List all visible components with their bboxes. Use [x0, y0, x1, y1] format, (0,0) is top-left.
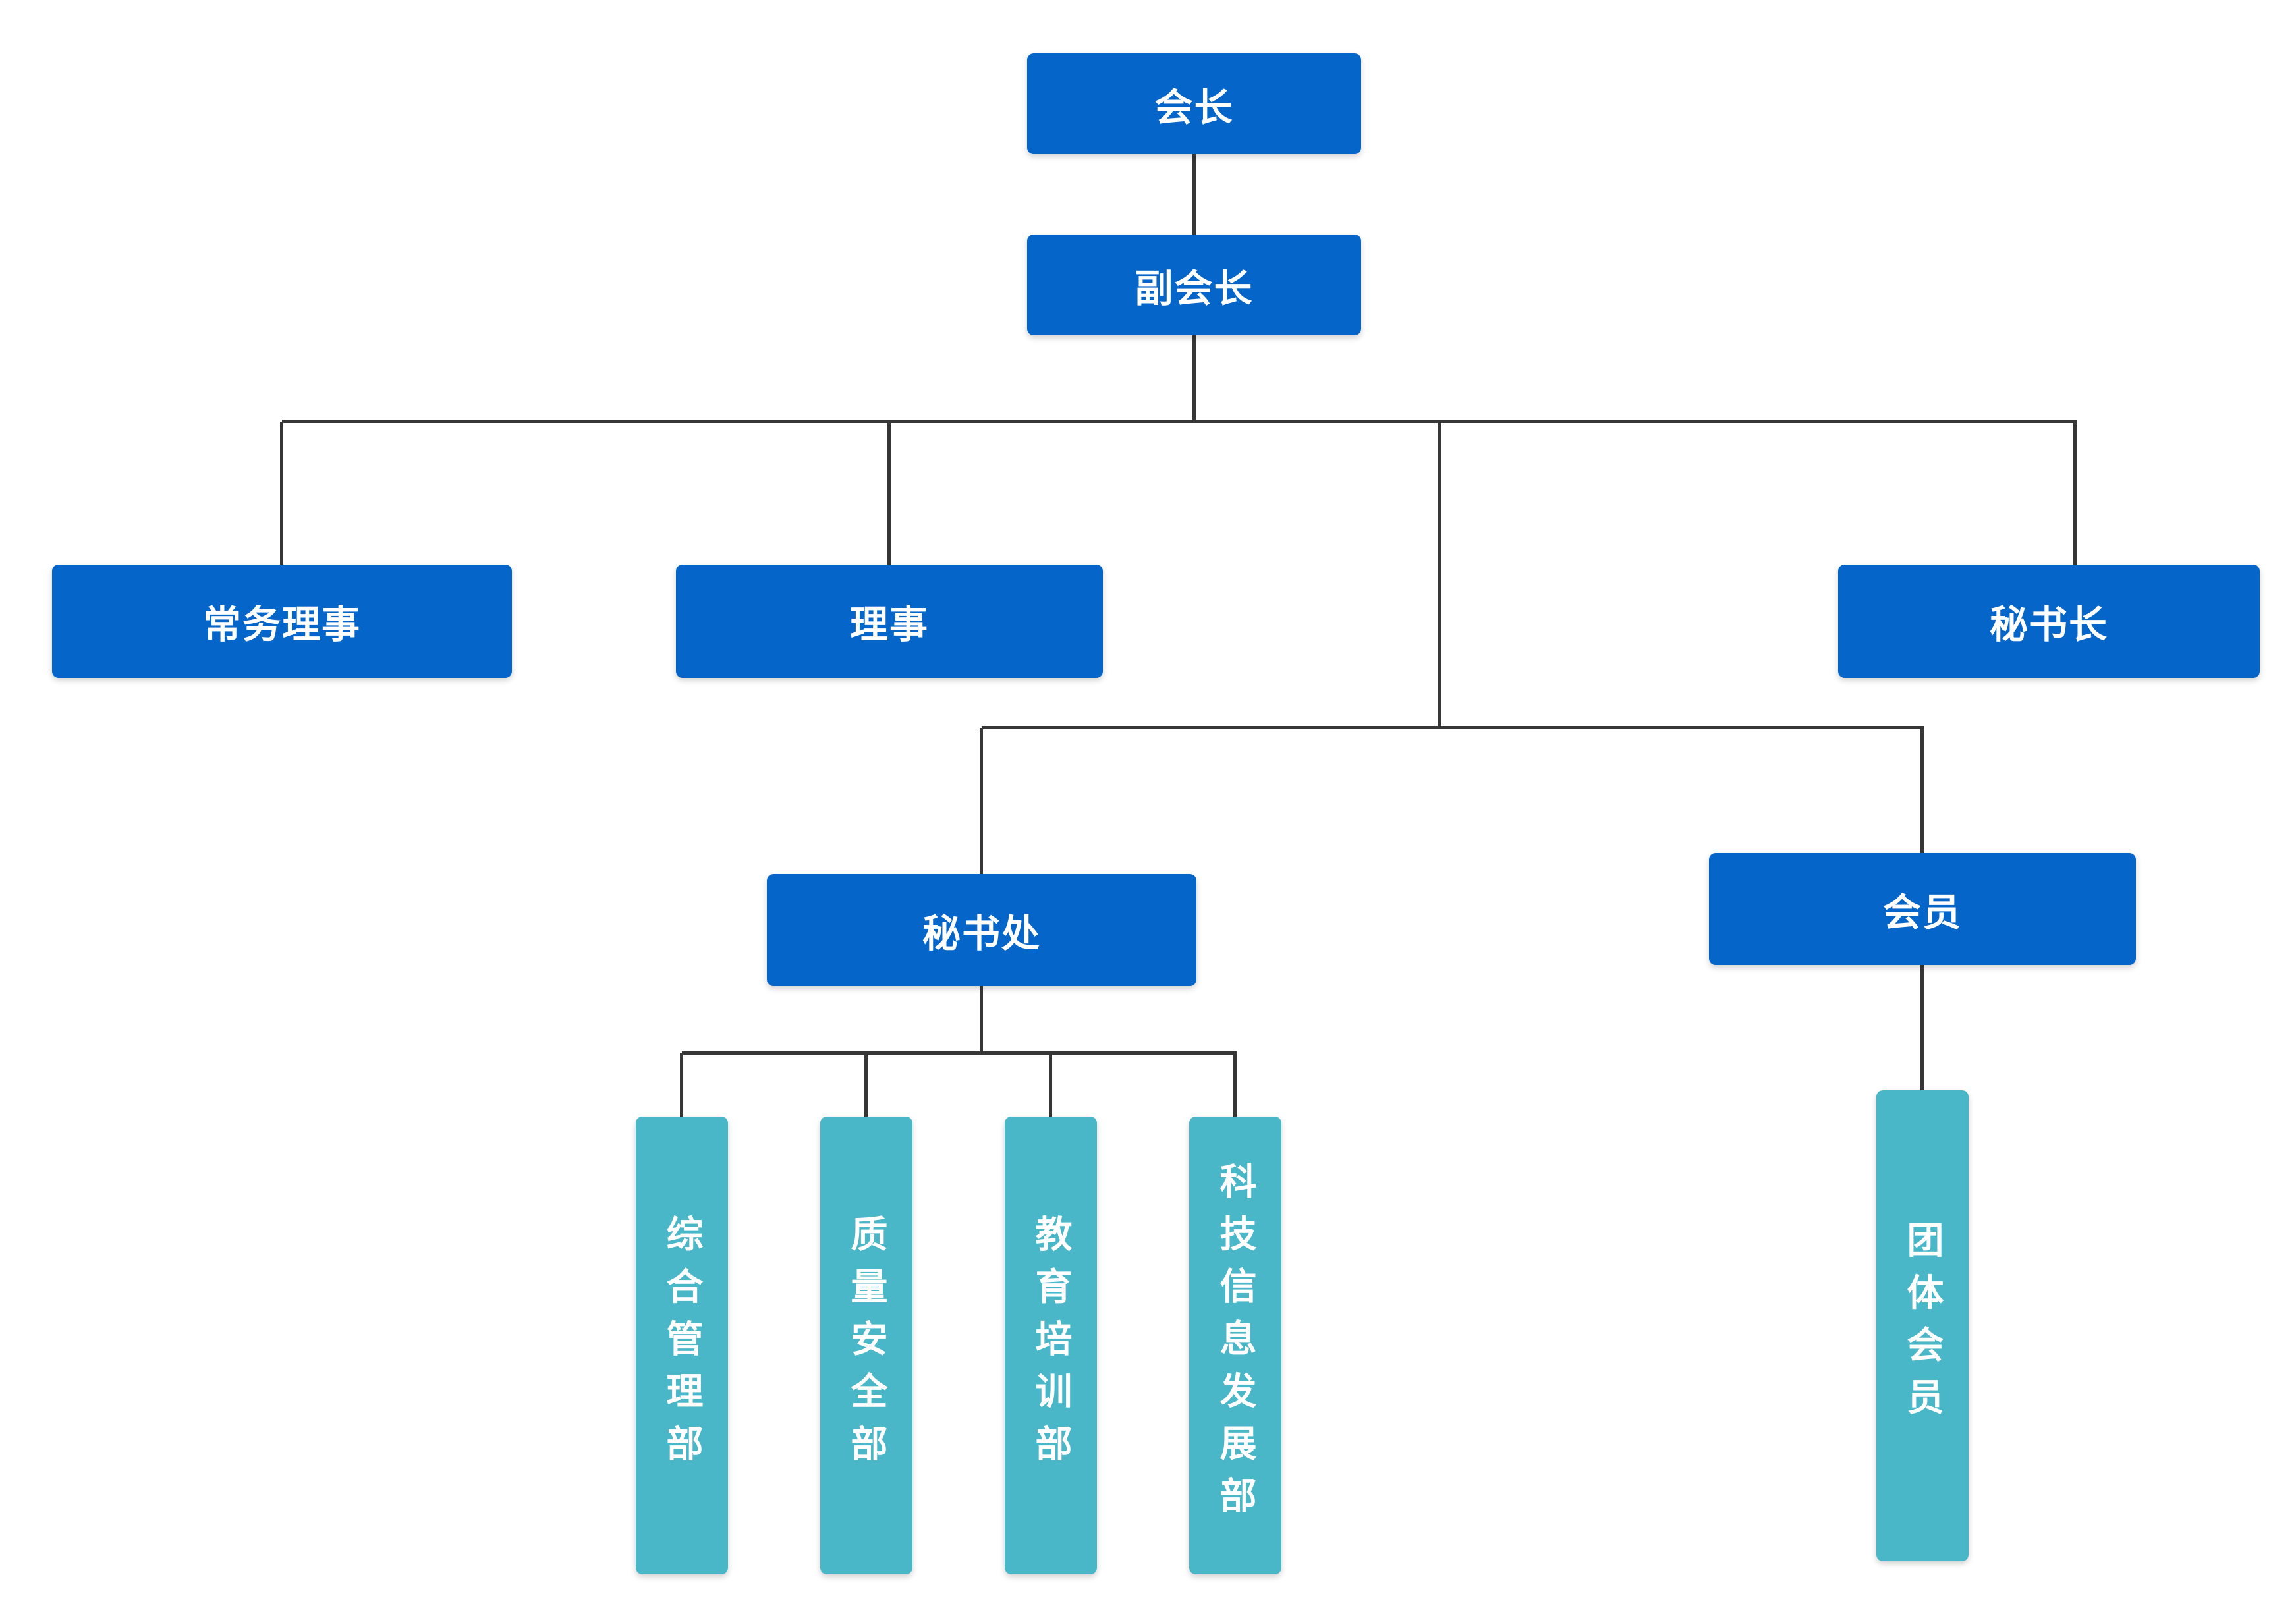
connector-segment	[1920, 728, 1924, 853]
connector-segment	[282, 420, 2077, 423]
connector-segment	[1438, 422, 1441, 728]
node-label: 教育培训部	[1030, 1214, 1072, 1477]
node-label: 科技信息发展部	[1215, 1162, 1256, 1529]
node-label: 副会长	[1134, 267, 1254, 310]
connector-segment	[682, 1051, 1237, 1055]
connector-segment	[280, 422, 283, 565]
connector-segment	[982, 726, 1924, 729]
node-label: 质量安全部	[846, 1214, 887, 1477]
node-executive-director: 常务理事	[52, 565, 512, 678]
node-label: 秘书处	[922, 912, 1041, 955]
connector-segment	[2073, 422, 2077, 565]
node-secretary-general: 秘书长	[1838, 565, 2260, 678]
node-label: 综合管理部	[661, 1214, 703, 1477]
node-label: 会员	[1882, 891, 1962, 934]
node-member: 会员	[1709, 853, 2136, 965]
node-label: 团体会员	[1902, 1221, 1944, 1431]
connector-segment	[680, 1053, 683, 1117]
node-vice-president: 副会长	[1027, 235, 1361, 335]
connector-segment	[980, 728, 983, 874]
node-secretariat: 秘书处	[767, 874, 1196, 986]
connector-segment	[980, 986, 983, 1053]
node-president: 会长	[1027, 53, 1361, 154]
connector-segment	[1920, 965, 1924, 1090]
node-label: 会长	[1154, 86, 1234, 129]
connector-segment	[1192, 335, 1196, 422]
node-education-training-dept: 教育培训部	[1005, 1117, 1097, 1574]
node-general-management-dept: 综合管理部	[636, 1117, 728, 1574]
node-group-member: 团体会员	[1876, 1090, 1969, 1561]
connector-segment	[864, 1053, 868, 1117]
node-director: 理事	[676, 565, 1103, 678]
connector-segment	[887, 422, 891, 565]
connector-segment	[1049, 1053, 1052, 1117]
connector-segment	[1192, 154, 1196, 235]
node-label: 秘书长	[1989, 603, 2108, 646]
node-quality-safety-dept: 质量安全部	[820, 1117, 912, 1574]
connector-segment	[1233, 1053, 1237, 1117]
node-label: 常务理事	[202, 603, 361, 646]
node-label: 理事	[849, 603, 929, 646]
node-tech-info-development-dept: 科技信息发展部	[1189, 1117, 1281, 1574]
